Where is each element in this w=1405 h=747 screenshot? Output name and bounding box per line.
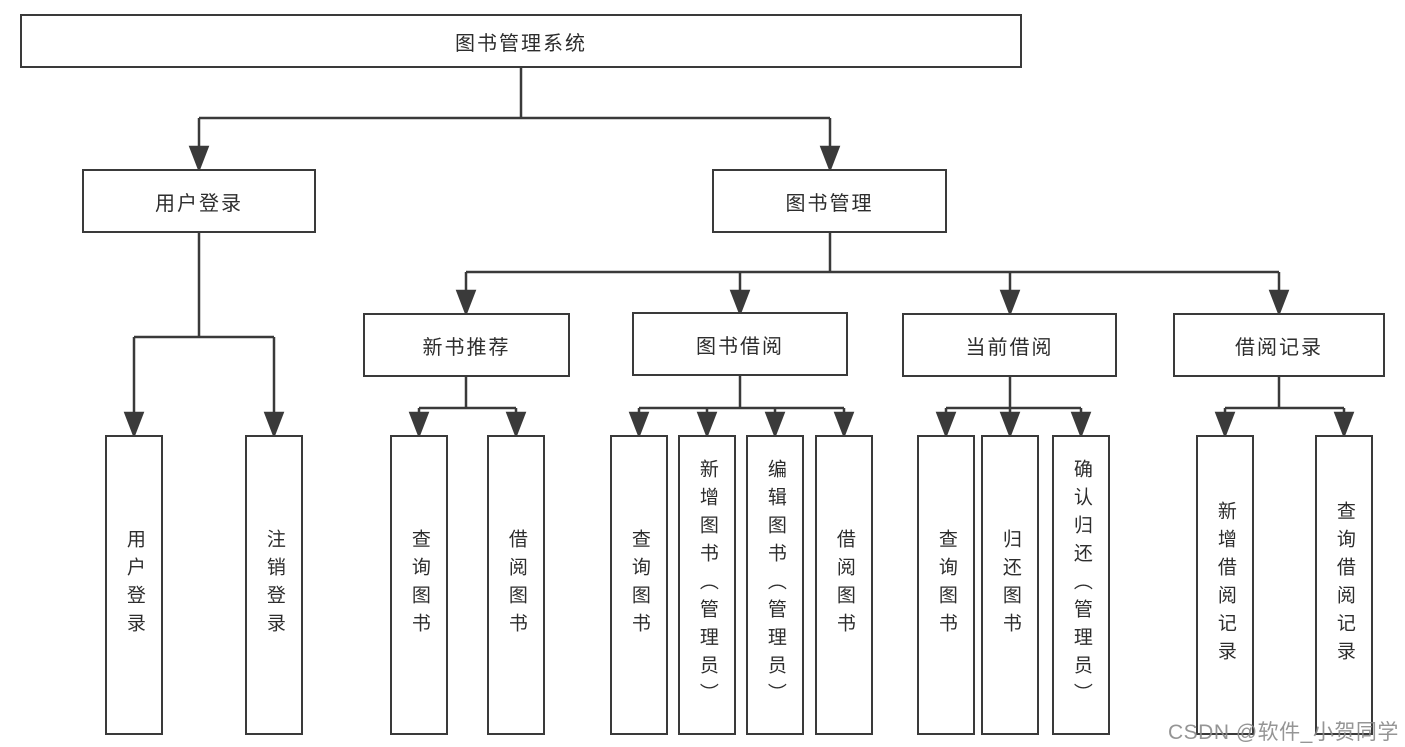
connector-borrow bbox=[628, 376, 855, 439]
leaf-borrow-query-books-label: 查询图书 bbox=[628, 529, 650, 641]
connector-records bbox=[1214, 377, 1355, 439]
leaf-newbook-borrow-books: 借阅图书 bbox=[487, 435, 545, 735]
leaf-borrow-borrow-books: 借阅图书 bbox=[815, 435, 873, 735]
leaf-records-query-record: 查询借阅记录 bbox=[1315, 435, 1373, 735]
leaf-current-return-books-label: 归还图书 bbox=[999, 529, 1021, 641]
leaf-logout: 注销登录 bbox=[245, 435, 303, 735]
node-new-book-recommend-label: 新书推荐 bbox=[422, 336, 511, 359]
connector-user-branch bbox=[123, 233, 285, 439]
leaf-borrow-edit-books-admin-label: 编辑图书（管理员） bbox=[764, 459, 786, 711]
node-user-login-branch: 用户登录 bbox=[82, 169, 316, 233]
leaf-borrow-query-books: 查询图书 bbox=[610, 435, 668, 735]
connector-current bbox=[935, 377, 1092, 439]
leaf-newbook-query-books-label: 查询图书 bbox=[408, 529, 430, 641]
leaf-current-query-books: 查询图书 bbox=[917, 435, 975, 735]
leaf-current-query-books-label: 查询图书 bbox=[935, 529, 957, 641]
connector-root-to-branches bbox=[188, 68, 841, 173]
leaf-current-return-books: 归还图书 bbox=[981, 435, 1039, 735]
leaf-current-confirm-return-admin: 确认归还（管理员） bbox=[1052, 435, 1110, 735]
node-new-book-recommend: 新书推荐 bbox=[363, 313, 570, 377]
node-book-borrowing-label: 图书借阅 bbox=[696, 335, 784, 358]
node-user-login-branch-label: 用户登录 bbox=[155, 192, 243, 215]
leaf-borrow-add-books-admin-label: 新增图书（管理员） bbox=[696, 459, 718, 711]
node-root: 图书管理系统 bbox=[20, 14, 1022, 68]
node-book-management-label: 图书管理 bbox=[785, 192, 874, 215]
leaf-borrow-borrow-books-label: 借阅图书 bbox=[833, 529, 855, 641]
node-book-management: 图书管理 bbox=[712, 169, 947, 233]
leaf-logout-label: 注销登录 bbox=[263, 529, 285, 641]
leaf-records-query-record-label: 查询借阅记录 bbox=[1333, 501, 1355, 669]
node-root-label: 图书管理系统 bbox=[455, 32, 587, 55]
leaf-borrow-edit-books-admin: 编辑图书（管理员） bbox=[746, 435, 804, 735]
node-current-borrowing-label: 当前借阅 bbox=[965, 336, 1054, 359]
leaf-records-add-record: 新增借阅记录 bbox=[1196, 435, 1254, 735]
leaf-newbook-query-books: 查询图书 bbox=[390, 435, 448, 735]
node-current-borrowing: 当前借阅 bbox=[902, 313, 1117, 377]
node-borrowing-records-label: 借阅记录 bbox=[1235, 336, 1323, 359]
leaf-current-confirm-return-admin-label: 确认归还（管理员） bbox=[1070, 459, 1092, 711]
leaf-user-login: 用户登录 bbox=[105, 435, 163, 735]
leaf-borrow-add-books-admin: 新增图书（管理员） bbox=[678, 435, 736, 735]
csdn-watermark: CSDN @软件_小贺同学 bbox=[1168, 721, 1399, 744]
node-borrowing-records: 借阅记录 bbox=[1173, 313, 1385, 377]
leaf-records-add-record-label: 新增借阅记录 bbox=[1214, 501, 1236, 669]
leaf-newbook-borrow-books-label: 借阅图书 bbox=[505, 529, 527, 641]
connector-new-book bbox=[408, 377, 527, 439]
node-book-borrowing: 图书借阅 bbox=[632, 312, 848, 376]
connector-mgmt-to-modules bbox=[455, 233, 1290, 317]
leaf-user-login-label: 用户登录 bbox=[123, 529, 145, 641]
